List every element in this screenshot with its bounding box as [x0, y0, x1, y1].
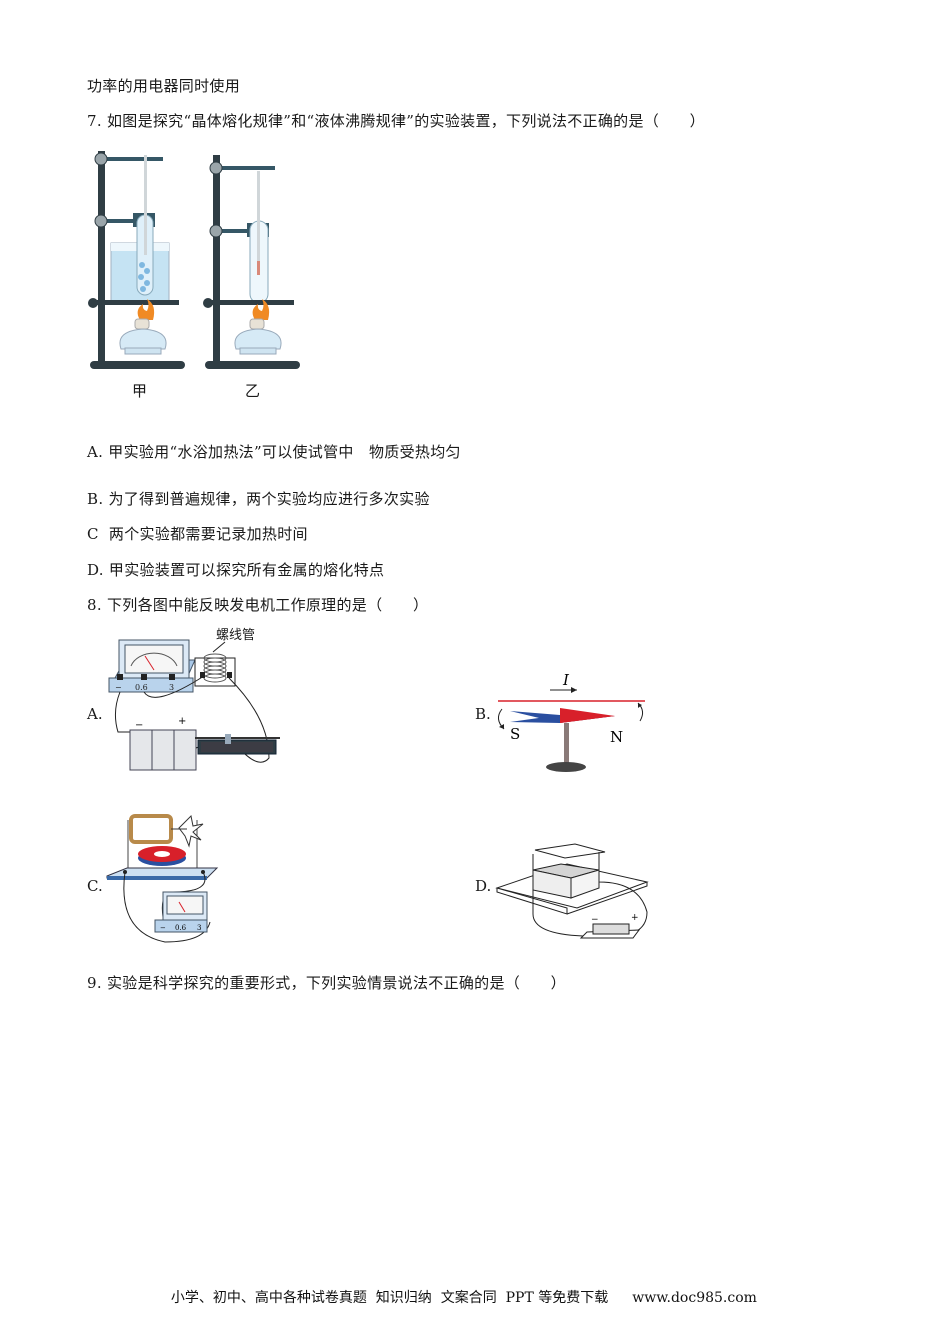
q8-figure-b-compass: I S N: [498, 671, 645, 772]
svg-text:−: −: [591, 915, 599, 925]
continuation-text: 功率的用电器同时使用: [87, 77, 241, 95]
q8-stem: 8. 下列各图中能反映发电机工作原理的是（ ）: [87, 596, 429, 614]
setup-yi: [203, 155, 300, 369]
q7-stem: 7. 如图是探究“晶体熔化规律”和“液体沸腾规律”的实验装置，下列说法不正确的是…: [87, 112, 705, 130]
footer: 小学、初中、高中各种试卷真题 知识归纳 文案合同 PPT 等免费下载 www.do…: [162, 1268, 757, 1308]
setup-jia: [88, 151, 185, 369]
figure-label-yi: 乙: [245, 382, 261, 400]
svg-text:3: 3: [169, 683, 174, 692]
footer-text: 小学、初中、高中各种试卷真题 知识归纳 文案合同 PPT 等免费下载: [170, 1290, 609, 1306]
q9-stem: 9. 实验是科学探究的重要形式，下列实验情景说法不正确的是（ ）: [87, 974, 566, 992]
q8-figure-a-label: A.: [87, 705, 103, 723]
svg-text:0.6: 0.6: [175, 924, 187, 932]
solenoid-label: 螺线管: [216, 628, 256, 643]
q8-figure-c-generator: − 0.6 3: [106, 814, 219, 943]
svg-text:0.6: 0.6: [135, 683, 148, 692]
svg-text:3: 3: [197, 924, 201, 932]
q7-option-b: B. 为了得到普遍规律，两个实验均应进行多次实验: [87, 490, 430, 508]
q8-figure-d-label: D.: [475, 877, 492, 895]
svg-text:−: −: [115, 683, 122, 692]
svg-text:−: −: [135, 720, 143, 731]
q8-figure-b-label: B.: [475, 705, 491, 723]
q8-figure-d-apparatus: −+: [495, 843, 649, 939]
figure-label-jia: 甲: [132, 382, 148, 400]
q7-option-d: D. 甲实验装置可以探究所有金属的熔化特点: [87, 561, 385, 579]
q8-figure-c-label: C.: [87, 877, 103, 895]
pole-s: S: [510, 725, 520, 743]
q7-option-c: C 两个实验都需要记录加热时间: [87, 525, 308, 543]
q7-option-a: A. 甲实验用“水浴加热法”可以使试管中 物质受热均匀: [87, 443, 461, 461]
pole-n: N: [610, 728, 623, 746]
q7-figure-apparatus: [88, 151, 300, 369]
svg-text:+: +: [631, 913, 639, 923]
svg-text:−: −: [160, 924, 166, 932]
svg-text:+: +: [178, 716, 186, 727]
q8-figure-a-circuit: − 0.6 3 − +: [108, 639, 280, 771]
current-label: I: [562, 671, 570, 689]
footer-url[interactable]: www.doc985.com: [632, 1290, 757, 1306]
